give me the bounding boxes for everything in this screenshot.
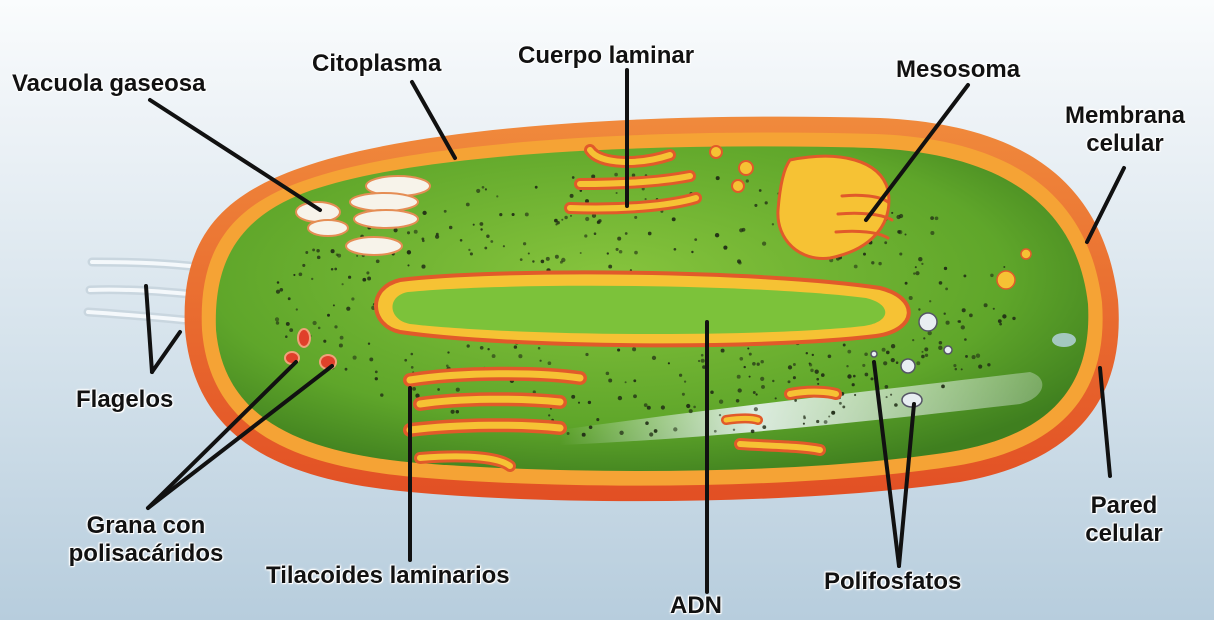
label-cuerpo-laminar: Cuerpo laminar bbox=[518, 42, 694, 70]
label-polifosfatos: Polifosfatos bbox=[824, 568, 961, 596]
label-mesosoma: Mesosoma bbox=[896, 56, 1020, 84]
label-membrana-celular: Membrana celular bbox=[1044, 102, 1206, 158]
label-tilacoides-laminarios: Tilacoides laminarios bbox=[266, 562, 510, 590]
label-pared-celular: Pared celular bbox=[1056, 492, 1192, 548]
label-grana-con-polisacaridos: Grana con polisacáridos bbox=[24, 512, 268, 568]
dna-nucleoid bbox=[376, 272, 909, 345]
label-vacuola-gaseosa: Vacuola gaseosa bbox=[12, 70, 205, 98]
label-flagelos: Flagelos bbox=[76, 386, 173, 414]
label-adn: ADN bbox=[670, 592, 722, 620]
label-citoplasma: Citoplasma bbox=[312, 50, 441, 78]
